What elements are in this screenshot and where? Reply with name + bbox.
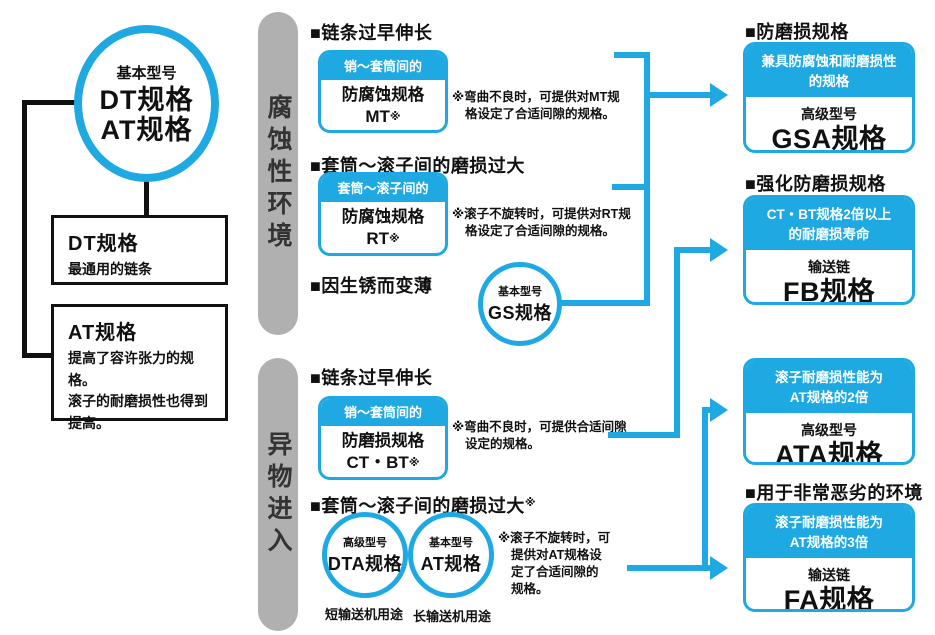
arrow-to-fb-icon	[710, 238, 728, 262]
basic-model-at: AT规格	[100, 115, 193, 145]
circle-to-dt-line	[144, 178, 149, 218]
basic-model-tag: 基本型号	[116, 64, 177, 82]
gsa-band: 兼具防腐蚀和耐磨损性 的规格	[746, 45, 912, 98]
dta-spec-circle: 高级型号 DTA规格	[322, 512, 408, 598]
ata-spec-box: 滚子耐磨损性能为 AT规格的2倍 高级型号 ATA规格	[743, 358, 915, 465]
fb-tag: 输送链	[808, 259, 850, 276]
connector-at-stub	[627, 565, 710, 571]
gs-tag: 基本型号	[498, 286, 542, 298]
header-anti-wear: ■防磨损规格	[745, 22, 849, 42]
mt-spec-box: 销～套筒间的 防腐蚀规格 MT※	[318, 50, 448, 133]
connector-rt-stub	[612, 184, 650, 190]
bracket-bottom-line	[22, 353, 54, 358]
ctbt-type: 防磨损规格	[341, 432, 425, 450]
bracket-vertical-line	[22, 100, 27, 358]
header-chain-elongation-1: ■链条过早伸长	[310, 23, 433, 43]
connector-ata-riser	[702, 407, 708, 571]
mt-footnote: ※弯曲不良时，可提供对MT规 格设定了合适间隙的规格。	[452, 90, 620, 121]
gs-model: GS规格	[487, 303, 552, 323]
rt-model: RT※	[366, 228, 400, 248]
dta-tag: 高级型号	[343, 537, 387, 549]
gsa-tag: 高级型号	[801, 106, 857, 123]
at-circle-tag: 基本型号	[429, 537, 473, 549]
connector-ctbt-stub	[608, 432, 680, 438]
fa-tag: 输送链	[808, 567, 850, 584]
ata-band: 滚子耐磨损性能为 AT规格的2倍	[746, 361, 912, 414]
mt-band: 销～套筒间的	[321, 53, 445, 80]
connector-ata-shaft	[702, 407, 710, 413]
basic-model-circle: 基本型号 DT规格 AT规格	[74, 25, 219, 182]
ctbt-band: 销～套筒间的	[321, 399, 445, 426]
connector-mt-stub	[614, 52, 650, 58]
foreign-matter-label: 异物进入	[264, 430, 292, 559]
gsa-spec-box: 兼具防腐蚀和耐磨损性 的规格 高级型号 GSA规格	[743, 42, 915, 153]
ctbt-model: CT・BT※	[346, 452, 420, 472]
connector-ctbt-riser	[674, 247, 680, 438]
at-footnote: ※滚子不旋转时，可 提供对AT规格设 定了合适间隙的 规格。	[498, 531, 611, 596]
mt-type: 防腐蚀规格	[341, 86, 425, 104]
arrow-to-gsa-icon	[710, 83, 728, 107]
fb-band: CT・BT规格2倍以上 的耐磨损寿命	[746, 198, 912, 251]
header-asterisk: ※	[524, 497, 537, 509]
fb-model: FB规格	[783, 277, 875, 305]
rt-type: 防腐蚀规格	[341, 208, 425, 226]
ata-tag: 高级型号	[801, 422, 857, 439]
corrosive-environment-label: 腐蚀性环境	[264, 93, 292, 254]
rt-asterisk: ※	[388, 232, 400, 245]
rt-footnote: ※滚子不旋转时，可提供对RT规 格设定了合适间隙的规格。	[452, 207, 631, 238]
header-bush-roller-wear-2: ■套筒～滚子间的磨损过大※	[310, 496, 537, 516]
fa-band: 滚子耐磨损性能为 AT规格的3倍	[746, 506, 912, 559]
gsa-model: GSA规格	[771, 124, 887, 153]
dt-spec-desc: 最通用的链条	[68, 261, 152, 277]
arrow-to-fa-icon	[710, 556, 728, 580]
corrosive-environment-bar: 腐蚀性环境	[258, 12, 298, 335]
basic-model-dt: DT规格	[99, 84, 194, 115]
gs-spec-circle: 基本型号 GS规格	[478, 262, 562, 346]
at-spec-box: AT规格 提高了容许张力的规格。 滚子的耐磨损性也得到 提高。	[51, 304, 228, 431]
ata-model: ATA规格	[775, 440, 883, 465]
dt-spec-box: DT规格 最通用的链条	[51, 215, 228, 285]
rt-band: 套筒～滚子间的	[321, 175, 445, 202]
fb-spec-box: CT・BT规格2倍以上 的耐磨损寿命 输送链 FB规格	[743, 195, 915, 305]
foreign-matter-bar: 异物进入	[258, 358, 298, 631]
dta-model: DTA规格	[327, 554, 403, 574]
header-chain-elongation-2: ■链条过早伸长	[310, 368, 433, 388]
dt-spec-title: DT规格	[68, 233, 139, 255]
ctbt-asterisk: ※	[408, 456, 420, 469]
header-reinforced-anti-wear: ■强化防磨损规格	[745, 174, 886, 194]
dta-caption: 短输送机用途	[324, 607, 403, 622]
connector-gs-stub	[560, 300, 650, 306]
mt-asterisk: ※	[389, 110, 401, 123]
connector-corrosive-spine	[644, 52, 650, 306]
arrow-to-ata-icon	[710, 398, 728, 422]
mt-model: MT※	[365, 106, 401, 126]
ctbt-footnote: ※弯曲不良时，可提供合适间隙 设定的规格。	[452, 420, 627, 451]
header-rust-thinning: ■因生锈而变薄	[310, 276, 433, 296]
at-spec-circle: 基本型号 AT规格	[408, 512, 494, 598]
connector-gsa-shaft	[644, 92, 710, 98]
at-circle-model: AT规格	[420, 554, 482, 574]
fa-model: FA规格	[783, 585, 875, 612]
at-spec-title: AT规格	[68, 322, 138, 344]
at-caption: 长输送机用途	[412, 609, 491, 624]
ctbt-spec-box: 销～套筒间的 防磨损规格 CT・BT※	[318, 396, 448, 480]
fa-spec-box: 滚子耐磨损性能为 AT规格的3倍 输送链 FA规格	[743, 503, 915, 612]
at-spec-desc: 提高了容许张力的规格。 滚子的耐磨损性也得到 提高。	[68, 350, 208, 432]
rt-spec-box: 套筒～滚子间的 防腐蚀规格 RT※	[318, 172, 448, 256]
connector-fb-shaft	[674, 247, 710, 253]
header-harsh-environment: ■用于非常恶劣的环境	[745, 483, 923, 503]
bracket-top-line	[22, 100, 76, 105]
header-bush-roller-wear-1: ■套筒～滚子间的磨损过大	[310, 156, 525, 176]
